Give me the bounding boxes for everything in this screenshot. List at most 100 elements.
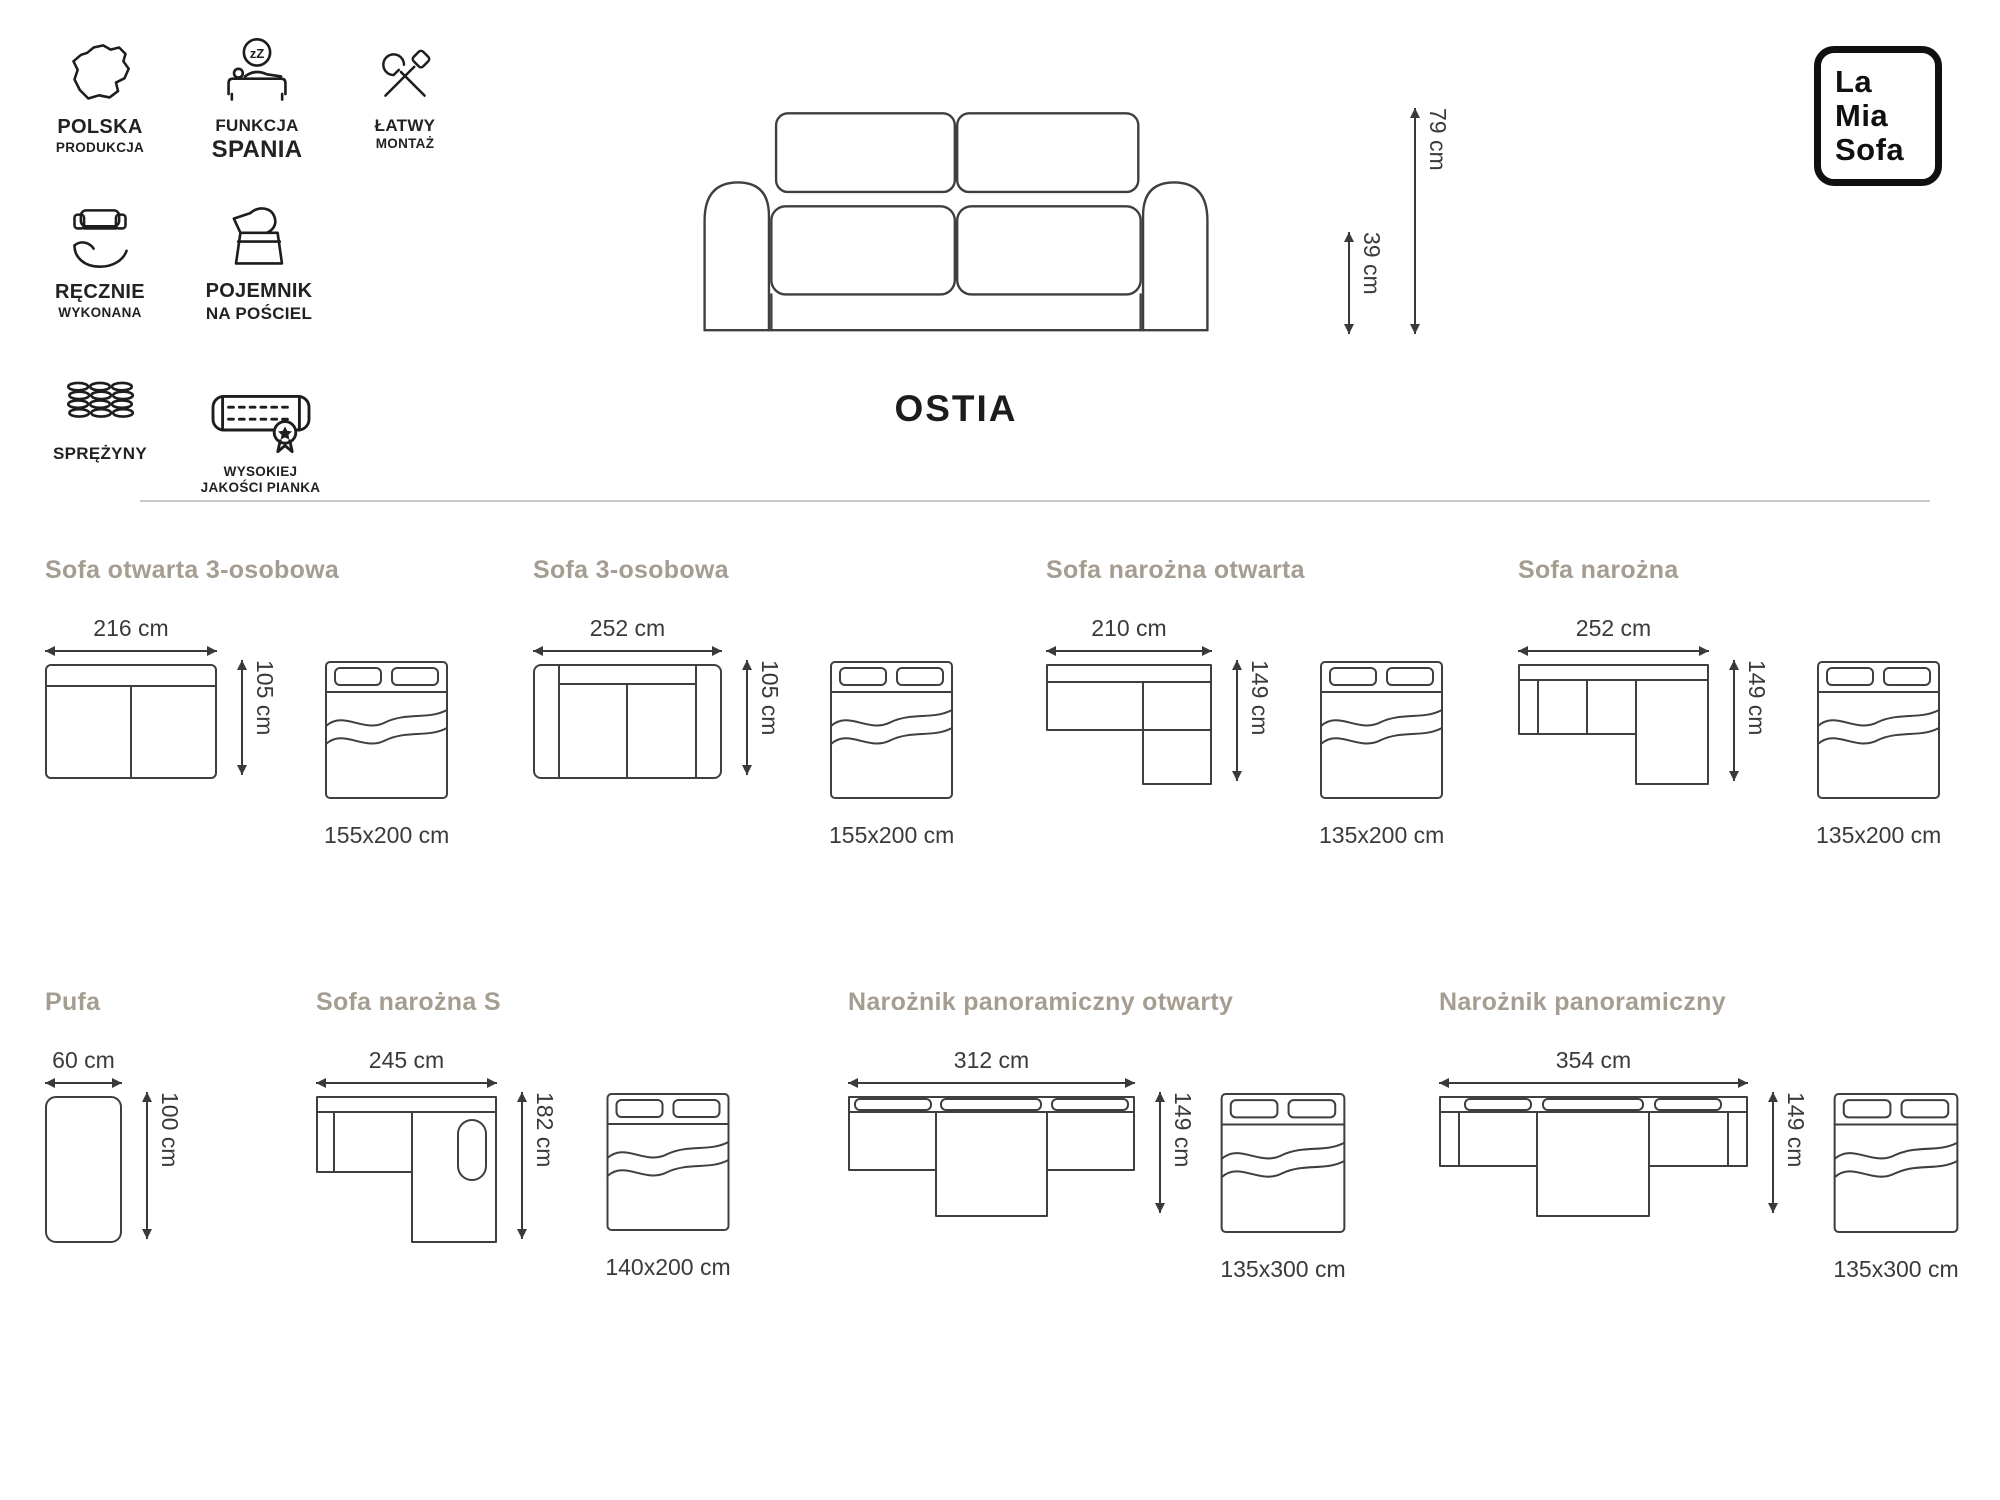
bed-block: 140x200 cm [604,1092,732,1281]
feature-sublabel: PRODUKCJA [55,139,145,155]
feature-label: POLSKA [57,116,143,138]
width-arrow [533,646,722,656]
depth-arrow [742,660,752,775]
bed-size-label: 135x200 cm [1816,822,1942,848]
config-title: Sofa narożna S [316,988,501,1016]
config-card-sofa-otwarta-3-osobowa: Sofa otwarta 3-osobowa 216 cm 105 cm [45,556,449,849]
feature-label: RĘCZNIE [55,281,145,303]
panoramic-sofa-top-view [848,1096,1135,1217]
feature-label: ŁATWY [374,116,436,135]
bed-top-view-icon [325,661,449,799]
depth-arrow [1729,660,1739,781]
config-title: Sofa otwarta 3-osobowa [45,556,340,584]
depth-dimension: 105 cm [742,660,783,775]
total-height-arrow [1410,108,1420,334]
depth-dimension: 149 cm [1729,660,1770,781]
config-title: Narożnik panoramiczny otwarty [848,988,1234,1016]
sleep-function-icon: zZ [227,37,287,101]
width-dimension: 245 cm [316,1047,497,1088]
bedding-storage-icon [232,207,284,265]
feature-funkcja-spania: zZ FUNKCJA SPANIA [192,36,322,164]
handmade-icon [73,209,128,268]
springs-icon [66,381,135,418]
depth-dimension: 100 cm [142,1092,183,1239]
feature-label: SPRĘŻYNY [52,444,148,463]
corner-sofa-top-view [1046,664,1212,785]
bed-top-view-icon [1220,1093,1346,1233]
corner-sofa-s-top-view [316,1096,497,1243]
width-arrow [45,646,217,656]
corner-sofa-top-view [1518,664,1709,785]
config-title: Sofa narożna [1518,556,1679,584]
width-arrow [45,1078,122,1088]
depth-arrow [237,660,247,775]
bed-top-view-icon [1320,661,1444,799]
depth-arrow [1768,1092,1778,1213]
config-card-sofa-3-osobowa: Sofa 3-osobowa 252 cm 105 cm [533,556,954,849]
depth-dimension: 105 cm [237,660,278,775]
config-card-sofa-narozna: Sofa narożna 252 cm 149 cm [1518,556,1941,849]
depth-arrow [517,1092,527,1239]
depth-dimension: 149 cm [1155,1092,1196,1213]
feature-label: WYSOKIEJ [223,464,298,479]
feature-sprezyny: SPRĘŻYNY [40,372,160,464]
feature-label: POJEMNIK [205,280,313,302]
width-dimension: 210 cm [1046,615,1212,656]
depth-dimension: 149 cm [1232,660,1273,781]
width-dimension: 60 cm [45,1047,122,1088]
depth-dimension: 149 cm [1768,1092,1809,1213]
bed-size-label: 155x200 cm [324,822,450,848]
width-arrow [316,1078,497,1088]
svg-text:zZ: zZ [250,46,265,61]
bed-block: 135x200 cm [1319,660,1444,849]
width-arrow [848,1078,1135,1088]
config-title: Pufa [45,988,101,1016]
config-card-sofa-narozna-otwarta: Sofa narożna otwarta 210 cm 149 cm [1046,556,1444,849]
bed-block: 135x300 cm [1216,1092,1350,1283]
width-dimension: 252 cm [1518,615,1709,656]
width-dimension: 216 cm [45,615,217,656]
depth-dimension: 182 cm [517,1092,558,1239]
seat-height-dimension: 39 cm [1344,232,1385,334]
width-dimension: 312 cm [848,1047,1135,1088]
bed-size-label: 135x300 cm [1833,1256,1959,1282]
feature-sublabel: SPANIA [211,136,303,164]
feature-wysokiej-jakosci-pianka: WYSOKIEJ JAKOŚCI PIANKA [183,382,338,496]
depth-arrow [142,1092,152,1239]
bed-block: 135x300 cm [1829,1092,1963,1283]
bed-size-label: 135x200 cm [1319,822,1445,848]
product-name: OSTIA [894,388,1018,429]
total-height-dimension: 79 cm [1410,108,1451,334]
feature-label: FUNKCJA [215,116,299,135]
sofa-top-view [533,664,722,779]
panoramic-sofa-top-view [1439,1096,1748,1217]
config-title: Sofa 3-osobowa [533,556,729,584]
bed-block: 155x200 cm [829,660,954,849]
seat-height-arrow [1344,232,1354,334]
foam-icon [211,394,310,454]
feature-polska-produkcja: POLSKA PRODUKCJA [40,40,160,156]
brand-line: Sofa [1835,132,1905,168]
feature-pojemnik-na-posciel: POJEMNIK NA POŚCIEL [188,200,330,324]
section-divider [140,500,1930,502]
pouf-top-view [45,1096,122,1243]
brand-logo: La Mia Sofa [1814,46,1942,187]
width-arrow [1518,646,1709,656]
config-title: Narożnik panoramiczny [1439,988,1726,1016]
width-arrow [1046,646,1212,656]
bed-top-view-icon [830,661,954,799]
poland-map-icon [72,44,130,100]
sofa-front-view [703,112,1209,332]
bed-block: 155x200 cm [324,660,449,849]
easy-assembly-icon [382,49,431,97]
feature-recznie-wykonana: RĘCZNIE WYKONANA [40,205,160,321]
config-title: Sofa narożna otwarta [1046,556,1305,584]
depth-arrow [1155,1092,1165,1213]
total-height-label: 79 cm [1425,108,1451,171]
config-card-pufa: Pufa 60 cm 100 cm [45,988,183,1243]
sofa-top-view [45,664,217,779]
bed-size-label: 140x200 cm [605,1254,731,1280]
seat-height-label: 39 cm [1359,232,1385,295]
config-card-naroznik-panoramiczny-otwarty: Narożnik panoramiczny otwarty 312 cm [848,988,1350,1283]
